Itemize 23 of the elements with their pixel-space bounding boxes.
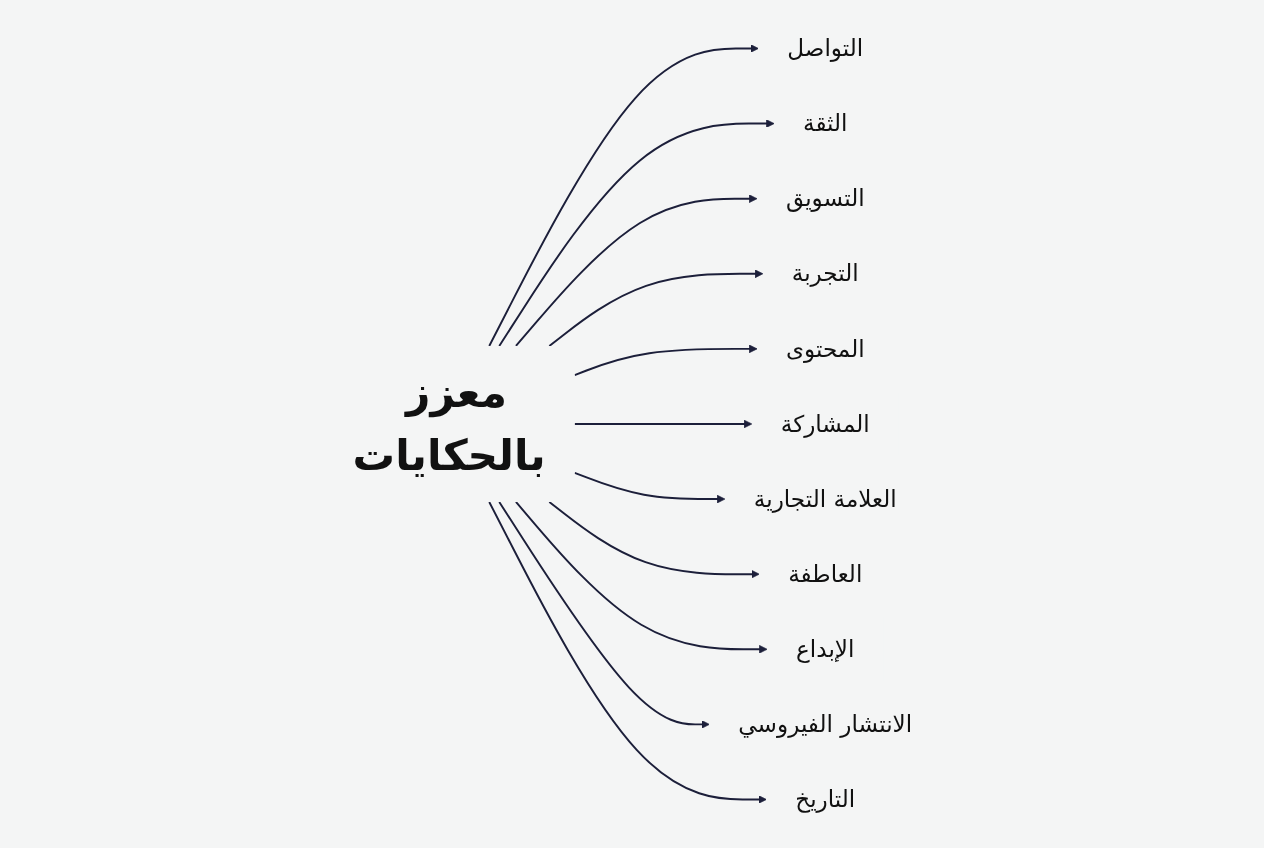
arrow	[497, 501, 710, 729]
node-text: التجربة	[791, 260, 859, 288]
node-text: المحتوى	[785, 335, 865, 363]
arrow	[548, 501, 760, 579]
arrow	[497, 119, 775, 347]
arrow	[573, 419, 752, 429]
arrow	[487, 44, 759, 347]
node-text: التسويق	[785, 185, 865, 213]
arrow	[548, 269, 763, 347]
node-text: العاطفة	[787, 560, 862, 588]
arrow	[573, 344, 757, 377]
node-text: التواصل	[786, 35, 863, 62]
arrow	[514, 194, 758, 347]
node-text: الإبداع	[795, 635, 855, 663]
arrow	[487, 501, 767, 804]
arrow	[573, 471, 725, 504]
node-text: التاريخ	[794, 786, 855, 813]
arrow	[514, 501, 768, 654]
node-text: معزز بالحكايات	[352, 367, 546, 480]
node-text: الانتشار الفيروسي	[737, 710, 912, 738]
node-text: الثقة	[802, 110, 848, 138]
node-text: العلامة التجارية	[753, 485, 897, 513]
node-text: المشاركة	[780, 410, 870, 438]
